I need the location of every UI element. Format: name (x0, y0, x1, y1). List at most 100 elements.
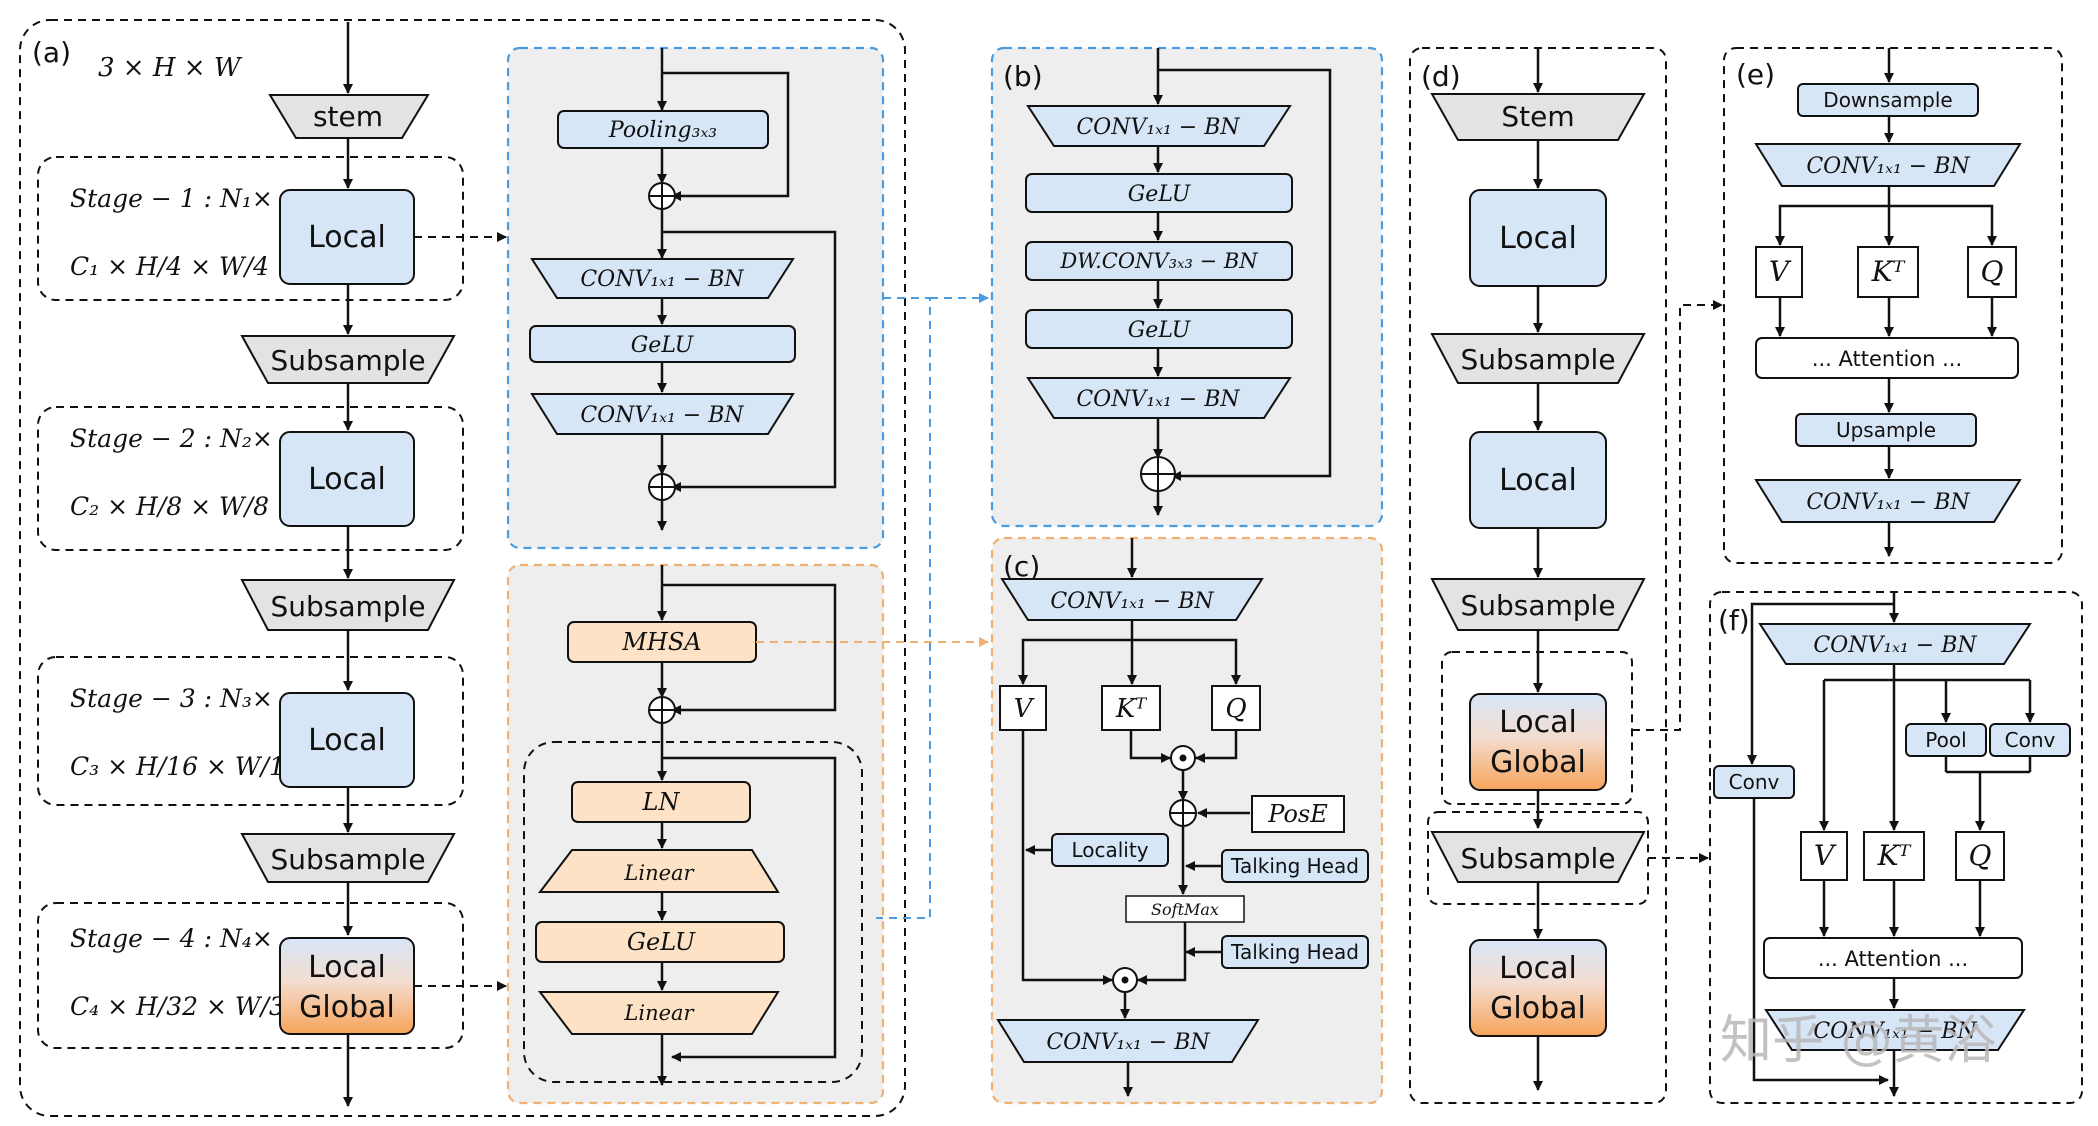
stage-3-dims: C₃ × H/16 × W/16 (70, 752, 301, 781)
e-upsample (1795, 413, 1977, 447)
label-d: (d) (1421, 60, 1461, 93)
d-subsample-3 (1430, 831, 1646, 883)
label-e: (e) (1736, 58, 1775, 91)
e-conv1x1-bn-1 (1754, 143, 2022, 187)
stage-4-lg-label-1: Local (308, 950, 386, 985)
panel-e: (e) Downsample CONV₁ₓ₁ − BN V Kᵀ Q ... A… (1723, 47, 2063, 564)
d-subsample-group (1427, 811, 1649, 905)
c-pose-box (1251, 795, 1345, 833)
gelu-label: GeLU (631, 333, 695, 358)
stage-1-box (37, 156, 464, 301)
c-v-label: V (1014, 694, 1035, 724)
f-kt-label: Kᵀ (1877, 839, 1912, 872)
d-stem (1430, 93, 1646, 141)
b-conv1-label: CONV₁ₓ₁ − BN (1076, 115, 1240, 140)
e-q-box (1967, 246, 2017, 298)
e-v-box (1755, 246, 1803, 298)
c-q-label: Q (1225, 694, 1246, 724)
e-conv1-label: CONV₁ₓ₁ − BN (1806, 154, 1970, 179)
panel-a: (a) 3 × H × W stem Stage − 1 : N₁× C₁ × … (19, 19, 906, 1117)
d-subsample-2 (1430, 578, 1646, 631)
subsample-1 (240, 335, 456, 384)
stage-4-lg-label-2: Global (299, 990, 395, 1025)
linear-1 (537, 849, 780, 893)
gelu-global-label: GeLU (627, 928, 696, 956)
e-q-label: Q (1981, 255, 2004, 288)
b-gelu-1-label: GeLU (1128, 182, 1192, 207)
label-f: (f) (1718, 604, 1750, 637)
c-locality-label: Locality (1071, 838, 1148, 862)
local-block-detail: Pooling₃ₓ₃ CONV₁ₓ₁ − BN GeLU CONV₁ₓ₁ − B… (506, 46, 885, 550)
b-dwconv-label: DW.CONV₃ₓ₃ − BN (1059, 249, 1258, 273)
c-conv-bottom-label: CONV₁ₓ₁ − BN (1046, 1030, 1210, 1055)
e-upsample-label: Upsample (1836, 418, 1936, 442)
conv1x1-bn-2 (530, 393, 795, 435)
f-conv1x1-bn-top (1758, 623, 2032, 665)
b-gelu-2-label: GeLU (1128, 318, 1192, 343)
f-attention-label: ... Attention ... (1818, 947, 1968, 971)
e-downsample-label: Downsample (1823, 88, 1952, 112)
subsample-2-label: Subsample (270, 590, 425, 623)
c-conv1x1-bn-top (1000, 578, 1264, 621)
d-local-1-label: Local (1499, 221, 1577, 256)
f-conv1x1-bn-bottom (1764, 1009, 2026, 1051)
subsample-3 (240, 833, 456, 883)
stage-1-local-label: Local (308, 220, 386, 255)
connector-to-e (1632, 300, 1723, 731)
ln-label: LN (642, 788, 681, 816)
input-shape: 3 × H × W (98, 53, 243, 83)
f-pool-label: Pool (1925, 728, 1966, 752)
c-q-box (1211, 685, 1261, 731)
stage-3-local-label: Local (308, 723, 386, 758)
stage-2-name: Stage − 2 : N₂× (70, 424, 273, 453)
stem-label: stem (313, 100, 383, 133)
d-lg1-label-b: Global (1490, 745, 1586, 780)
e-attention (1755, 337, 2019, 379)
e-conv1x1-bn-2 (1754, 479, 2022, 523)
b-conv1x1-bn-2 (1026, 377, 1292, 419)
f-v-box (1800, 831, 1848, 881)
f-conv-top-label: CONV₁ₓ₁ − BN (1813, 633, 1977, 658)
mhsa-label: MHSA (621, 628, 701, 656)
f-q-label: Q (1969, 839, 1992, 872)
c-conv1x1-bn-bottom (996, 1019, 1260, 1063)
c-kt-label: Kᵀ (1115, 694, 1147, 724)
conv1x1-bn-2-label: CONV₁ₓ₁ − BN (580, 403, 744, 428)
d-stem-label: Stem (1501, 100, 1574, 133)
subsample-3-label: Subsample (270, 843, 425, 876)
d-subsample-1 (1430, 333, 1646, 384)
connector-to-b (876, 297, 931, 919)
c-softmax-label: SoftMax (1151, 900, 1219, 919)
d-subsample-3-label: Subsample (1460, 842, 1615, 875)
d-subsample-2-label: Subsample (1460, 589, 1615, 622)
stage-4-name: Stage − 4 : N₄× (70, 924, 273, 953)
ffn-group (523, 741, 863, 1083)
panel-d: (d) Stem Local Subsample Local Subsample… (1409, 47, 1667, 1104)
panel-f: (f) CONV₁ₓ₁ − BN Conv Pool Conv V Kᵀ Q (1709, 591, 2083, 1104)
stage-2-box (37, 406, 464, 551)
f-conv-left-label: Conv (1729, 770, 1780, 794)
gelu-block-global (535, 921, 785, 963)
label-b: (b) (1003, 60, 1043, 93)
subsample-2 (240, 579, 456, 631)
d-lg2-label-a: Local (1499, 951, 1577, 986)
d-lg2-label-b: Global (1490, 991, 1586, 1026)
d-subsample-1-label: Subsample (1460, 343, 1615, 376)
f-conv-bottom-label: CONV₁ₓ₁ − BN (1813, 1019, 1977, 1044)
conv1x1-bn-1-label: CONV₁ₓ₁ − BN (580, 267, 744, 292)
c-conv-top-label: CONV₁ₓ₁ − BN (1050, 589, 1214, 614)
c-talking-head-1-label: Talking Head (1230, 854, 1359, 878)
conv1x1-bn-1 (530, 258, 795, 299)
linear-1-label: Linear (623, 861, 695, 885)
watermark: 知乎 @黄浴 (1720, 1011, 1997, 1071)
linear-2-label: Linear (623, 1001, 695, 1025)
stage-3-name: Stage − 3 : N₃× (70, 684, 273, 713)
c-v-box (999, 685, 1047, 731)
e-kt-box (1857, 246, 1919, 298)
subsample-1-label: Subsample (270, 344, 425, 377)
panel-b: (b) CONV₁ₓ₁ − BN GeLU DW.CONV₃ₓ₃ − BN Ge… (990, 46, 1384, 528)
b-conv1x1-bn-1 (1026, 105, 1292, 147)
stage-1-name: Stage − 1 : N₁× (70, 184, 273, 213)
label-a: (a) (32, 36, 71, 69)
